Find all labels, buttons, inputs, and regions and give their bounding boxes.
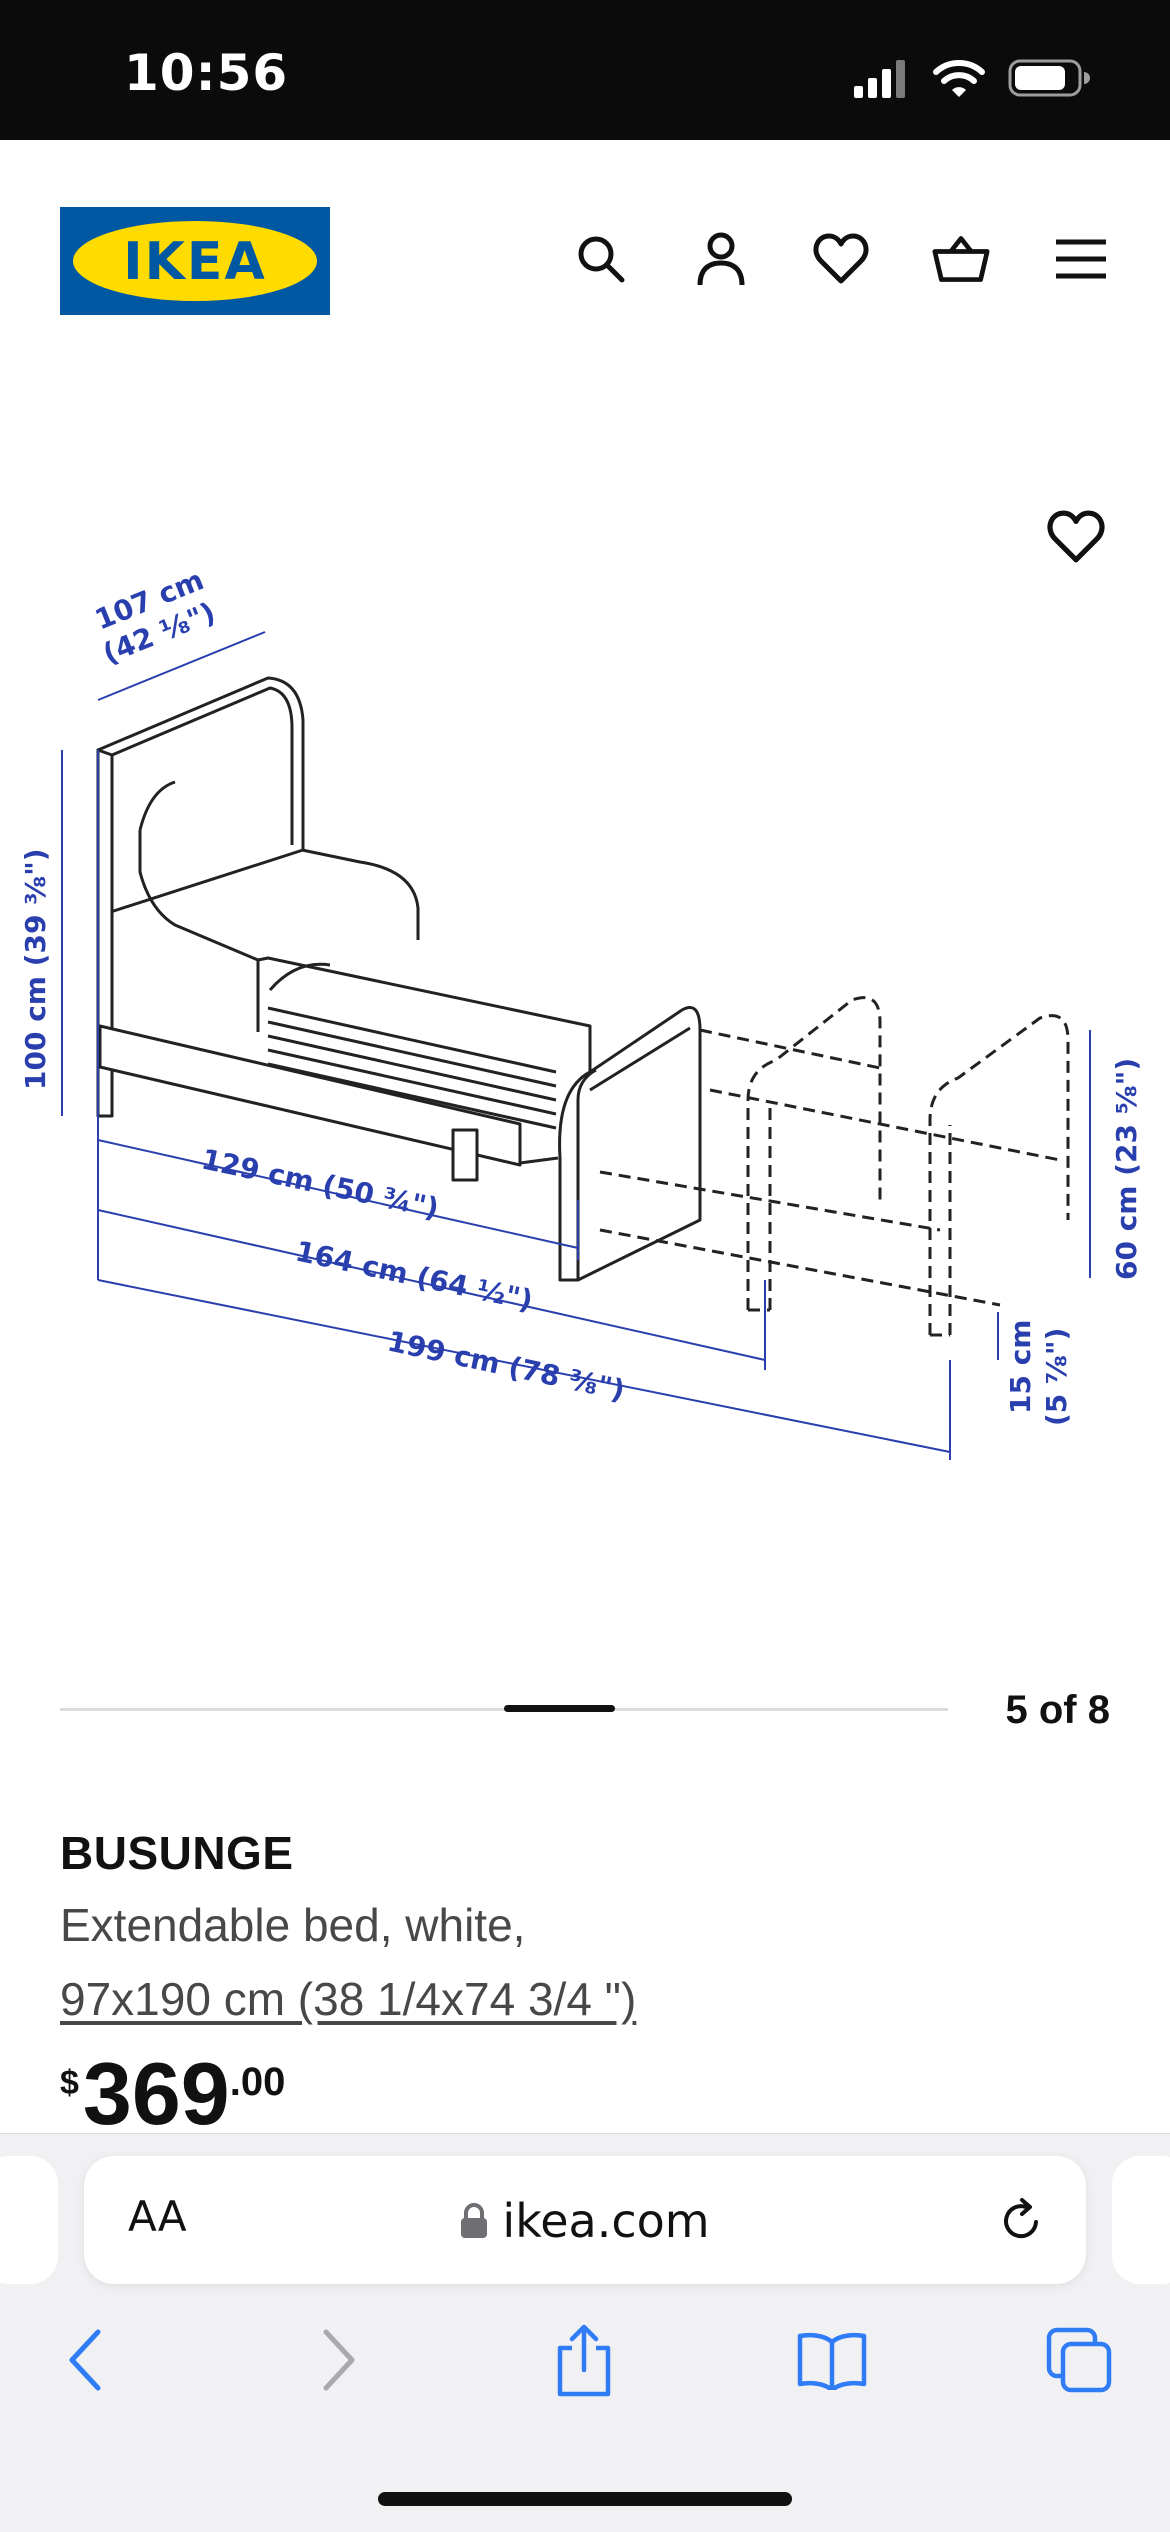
product-image-gallery[interactable]: 107 cm (42 ⅛") 100 cm (39 ⅜") 129 cm (50… — [0, 380, 1170, 1660]
heart-icon — [1047, 510, 1105, 563]
home-indicator — [378, 2492, 792, 2506]
dimension-length-199: 199 cm (78 ⅜") — [385, 1325, 628, 1408]
book-icon — [797, 2332, 867, 2390]
dimension-length-129: 129 cm (50 ¾") — [199, 1143, 442, 1226]
status-icons — [852, 56, 1090, 100]
menu-button[interactable] — [1052, 230, 1110, 288]
chevron-left-icon — [69, 2329, 101, 2391]
chevron-right-icon — [323, 2329, 355, 2391]
header-actions — [572, 230, 1110, 288]
next-tab-peek[interactable] — [1112, 2156, 1170, 2284]
hamburger-menu-icon — [1056, 239, 1106, 279]
dimension-height: 100 cm (39 ⅜") — [19, 848, 52, 1090]
price-decimals: .00 — [229, 2060, 286, 2104]
price-integer: 369 — [82, 2044, 230, 2143]
site-header: IKEA — [0, 140, 1170, 380]
forward-button[interactable] — [302, 2324, 374, 2396]
image-counter: 5 of 8 — [1005, 1688, 1110, 1732]
wifi-icon — [933, 60, 985, 97]
battery-icon — [1008, 59, 1090, 97]
product-description: Extendable bed, white, — [60, 1899, 526, 1951]
favorites-button[interactable] — [812, 230, 870, 288]
address-bar[interactable]: AA ikea.com — [84, 2156, 1086, 2284]
search-button[interactable] — [572, 230, 630, 288]
status-time: 10:56 — [124, 44, 289, 102]
previous-tab-peek[interactable] — [0, 2156, 58, 2284]
heart-icon — [813, 233, 869, 284]
add-to-favorites-button[interactable] — [1046, 510, 1110, 574]
product-price: $ 369 .00 — [60, 2050, 285, 2138]
bed-dimensions-drawing: 107 cm (42 ⅛") 100 cm (39 ⅜") 129 cm (50… — [19, 563, 1143, 1460]
dimension-extension-height: 60 cm (23 ⅝") — [1110, 1058, 1143, 1280]
account-button[interactable] — [692, 230, 750, 288]
dimension-length-164: 164 cm (64 ½") — [293, 1235, 536, 1318]
reload-icon — [1004, 2198, 1038, 2239]
product-name: BUSUNGE — [60, 1827, 294, 1879]
tabs-icon — [1046, 2327, 1112, 2393]
search-icon — [578, 236, 625, 283]
account-icon — [697, 232, 745, 286]
carousel-thumb[interactable] — [504, 1705, 615, 1712]
reload-button[interactable] — [996, 2196, 1046, 2246]
back-button[interactable] — [50, 2324, 122, 2396]
share-icon — [557, 2324, 611, 2397]
dimension-leg-cm: 15 cm — [1004, 1320, 1037, 1415]
lock-icon — [461, 2203, 488, 2238]
ikea-logo-text: IKEA — [123, 232, 266, 292]
price-currency: $ — [60, 2064, 79, 2102]
url-display[interactable]: ikea.com — [84, 2194, 1086, 2248]
tabs-button[interactable] — [1044, 2324, 1116, 2396]
status-bar: 10:56 — [0, 0, 1170, 140]
share-button[interactable] — [548, 2324, 620, 2397]
product-size-link[interactable]: 97x190 cm (38 1/4x74 3/4 ") — [60, 1973, 637, 2025]
dimension-leg-in: (5 ⅞") — [1040, 1328, 1073, 1426]
browser-toolbar: AA ikea.com — [0, 2133, 1170, 2532]
cellular-signal-icon — [854, 60, 905, 98]
browser-navigation-bar — [0, 2324, 1170, 2424]
cart-button[interactable] — [932, 230, 990, 288]
url-text: ikea.com — [502, 2194, 710, 2248]
bookmarks-button[interactable] — [796, 2324, 868, 2396]
text-size-button[interactable]: AA — [128, 2192, 187, 2241]
ikea-logo[interactable]: IKEA — [60, 207, 330, 315]
image-carousel-indicator[interactable]: 5 of 8 — [60, 1688, 1110, 1732]
cart-icon — [932, 236, 990, 282]
